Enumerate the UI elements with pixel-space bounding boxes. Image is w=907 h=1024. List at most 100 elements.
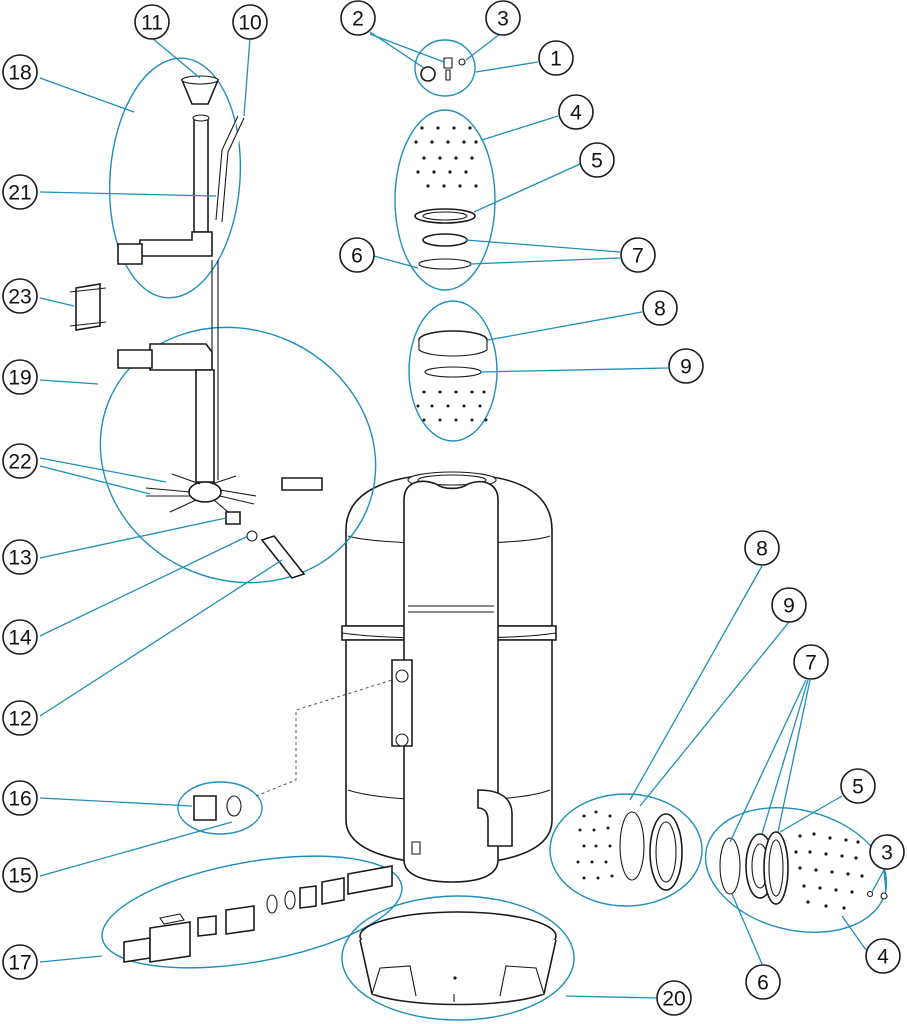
filter-tank	[341, 471, 557, 883]
hole-dot	[576, 860, 580, 864]
hole-dot	[794, 850, 798, 854]
callout-circle	[2, 619, 38, 655]
callout-number: 7	[632, 245, 644, 268]
callout-9: 9	[668, 348, 704, 384]
callout-circle	[771, 587, 807, 623]
callout-16: 16	[2, 780, 38, 816]
callout-circle	[558, 94, 594, 130]
drain-valve-assembly	[101, 855, 403, 969]
hole-dot	[426, 184, 430, 188]
hole-dot	[436, 126, 440, 130]
callout-23: 23	[2, 278, 38, 314]
callout-6: 6	[745, 964, 781, 1000]
hole-dot	[846, 872, 850, 876]
callout-number: 5	[591, 150, 603, 173]
callout-number: 15	[8, 865, 31, 888]
callout-circle	[2, 278, 38, 314]
hole-dot	[422, 418, 426, 422]
hole-dot	[474, 140, 478, 144]
callout-number: 21	[8, 182, 31, 205]
callout-number: 6	[351, 245, 363, 268]
callout-3: 3	[485, 0, 521, 36]
hole-dot	[844, 838, 848, 842]
callout-circle	[485, 0, 521, 36]
callout-circle	[668, 348, 704, 384]
callout-15: 15	[2, 857, 38, 893]
hole-dot	[442, 184, 446, 188]
hole-dot	[462, 404, 466, 408]
callout-number: 8	[654, 298, 666, 321]
callout-9: 9	[771, 587, 807, 623]
hole-dot	[840, 854, 844, 858]
hole-dot	[824, 904, 828, 908]
hole-dot	[470, 156, 474, 160]
hole-dot	[842, 906, 846, 910]
hole-dot	[452, 126, 456, 130]
callout-circle	[134, 4, 170, 40]
callout-circle	[2, 944, 38, 980]
hole-dot	[478, 404, 482, 408]
hole-dot	[454, 156, 458, 160]
callout-number: 17	[8, 952, 31, 975]
nozzle-and-ring	[177, 781, 263, 835]
callout-circle	[2, 539, 38, 575]
callout-number: 2	[352, 8, 364, 31]
hole-dot	[438, 390, 442, 394]
callout-7: 7	[620, 237, 656, 273]
hole-dot	[474, 184, 478, 188]
callout-number: 16	[8, 788, 31, 811]
lower-collector-assembly	[99, 260, 377, 584]
callout-circle	[340, 0, 376, 36]
hole-dot	[470, 390, 474, 394]
hole-dot	[610, 874, 614, 878]
callout-circle	[865, 938, 901, 974]
callout-number: 6	[757, 972, 769, 995]
callout-2: 2	[340, 0, 376, 36]
lid-ring-assembly	[408, 300, 498, 442]
hole-dot	[468, 126, 472, 130]
hole-dot	[430, 404, 434, 408]
callout-1: 1	[538, 40, 574, 76]
hole-dot	[860, 874, 864, 878]
callout-11: 11	[134, 4, 170, 40]
callout-circle	[793, 644, 829, 680]
hole-dot	[594, 810, 598, 814]
hole-dot	[592, 828, 596, 832]
callout-number: 7	[805, 652, 817, 675]
callout-number: 9	[680, 356, 692, 379]
lid-assembly	[394, 109, 496, 291]
hole-dot	[462, 140, 466, 144]
callout-circle	[2, 700, 38, 736]
callout-4: 4	[558, 94, 594, 130]
callout-number: 11	[141, 12, 163, 35]
hole-dot	[448, 170, 452, 174]
callout-8: 8	[744, 530, 780, 566]
hole-dot	[422, 156, 426, 160]
hole-dot	[582, 814, 586, 818]
connector-dashed-line	[255, 679, 393, 797]
callout-circle	[656, 980, 692, 1016]
hole-dot	[596, 876, 600, 880]
callout-circle	[840, 768, 876, 804]
hole-dot	[606, 826, 610, 830]
upper-collector-assembly	[108, 57, 245, 299]
hole-dot	[604, 860, 608, 864]
hole-dot	[802, 884, 806, 888]
part-23	[69, 283, 107, 331]
hole-dot	[414, 140, 418, 144]
callout-10: 10	[232, 4, 268, 40]
base-stand	[341, 895, 575, 1021]
callout-4: 4	[865, 938, 901, 974]
hole-dot	[482, 390, 486, 394]
callout-circle	[579, 142, 615, 178]
hole-dot	[798, 834, 802, 838]
callout-13: 13	[2, 539, 38, 575]
hole-dot	[834, 888, 838, 892]
hole-dot	[594, 844, 598, 848]
callout-number: 1	[550, 48, 562, 71]
hole-dot	[484, 418, 488, 422]
callout-12: 12	[2, 700, 38, 736]
callout-number: 9	[783, 595, 795, 618]
hole-dot	[818, 886, 822, 890]
